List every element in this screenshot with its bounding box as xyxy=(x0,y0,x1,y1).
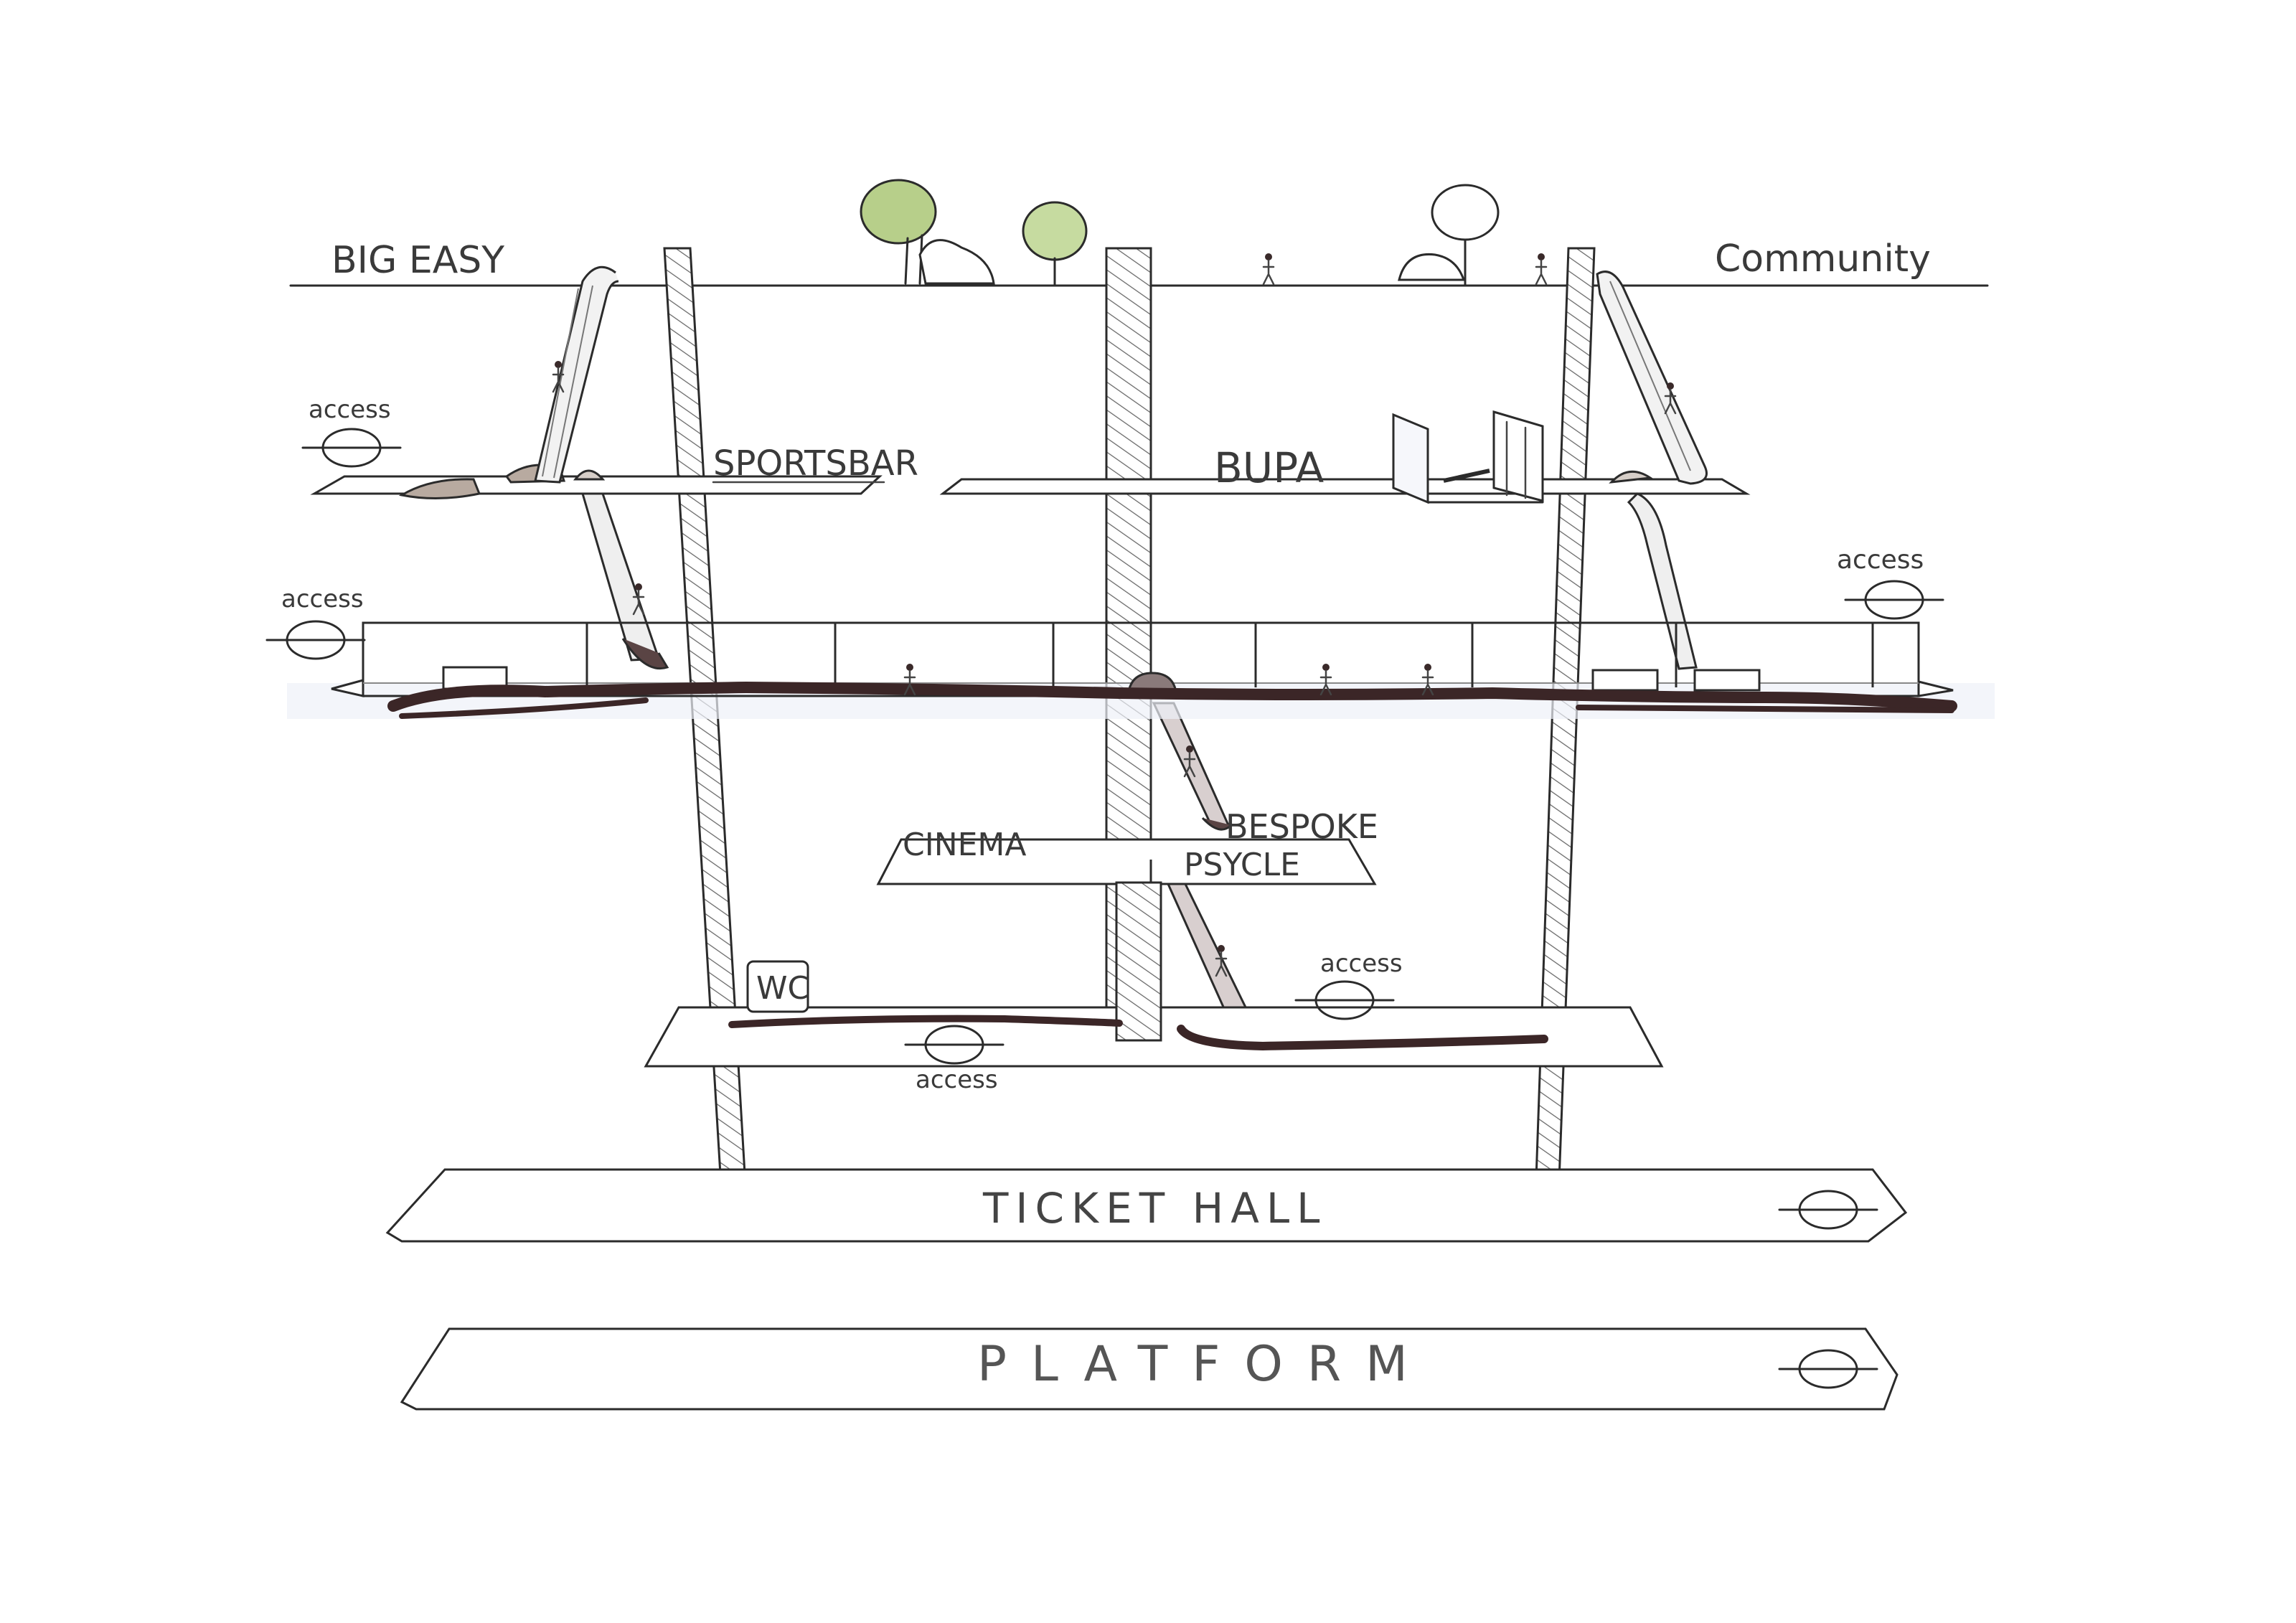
bespoke-label: BESPOKE xyxy=(1225,807,1378,846)
cinema-label: CINEMA xyxy=(903,827,1026,863)
access-label: access xyxy=(1837,545,1924,575)
bupa-label: BUPA xyxy=(1214,443,1325,492)
community-label: Community xyxy=(1715,237,1931,281)
access-signs: access access access access access xyxy=(265,395,1944,1094)
sportsbar-label: SPORTSBAR xyxy=(713,443,918,484)
access-label: access xyxy=(281,585,364,613)
access-label: access xyxy=(1320,949,1403,978)
underground-roundel-icon xyxy=(301,428,402,468)
tree-icon xyxy=(1022,201,1088,287)
lower-level: WC xyxy=(644,881,1664,1068)
wc-sign: WC xyxy=(746,960,809,1013)
ticket-hall: TICKET HALL xyxy=(385,1168,1908,1243)
person-icon xyxy=(1535,252,1548,286)
access-label: access xyxy=(309,395,391,424)
tree-icon xyxy=(1398,184,1500,287)
big-easy-label: BIG EASY xyxy=(331,239,504,282)
platform: PLATFORM xyxy=(400,1327,1899,1411)
person-icon xyxy=(1262,252,1275,286)
upper-level: SPORTSBAR BUPA xyxy=(310,410,1751,504)
escalators xyxy=(534,265,1708,1018)
access-label: access xyxy=(916,1065,998,1094)
underground-roundel-icon xyxy=(265,620,366,660)
underground-roundel-icon xyxy=(1844,580,1944,620)
bupa-enclosure xyxy=(1392,410,1544,504)
ticket-hall-label: TICKET HALL xyxy=(982,1184,1327,1233)
psycle-label: PSYCLE xyxy=(1184,847,1300,883)
tree-icon xyxy=(860,179,995,285)
mid-level: CINEMA BESPOKE PSYCLE xyxy=(876,807,1378,885)
platform-label: PLATFORM xyxy=(977,1336,1432,1393)
ground-level: BIG EASY Community xyxy=(289,179,1989,287)
concourse-level xyxy=(287,621,1995,719)
wc-label: WC xyxy=(756,970,809,1007)
